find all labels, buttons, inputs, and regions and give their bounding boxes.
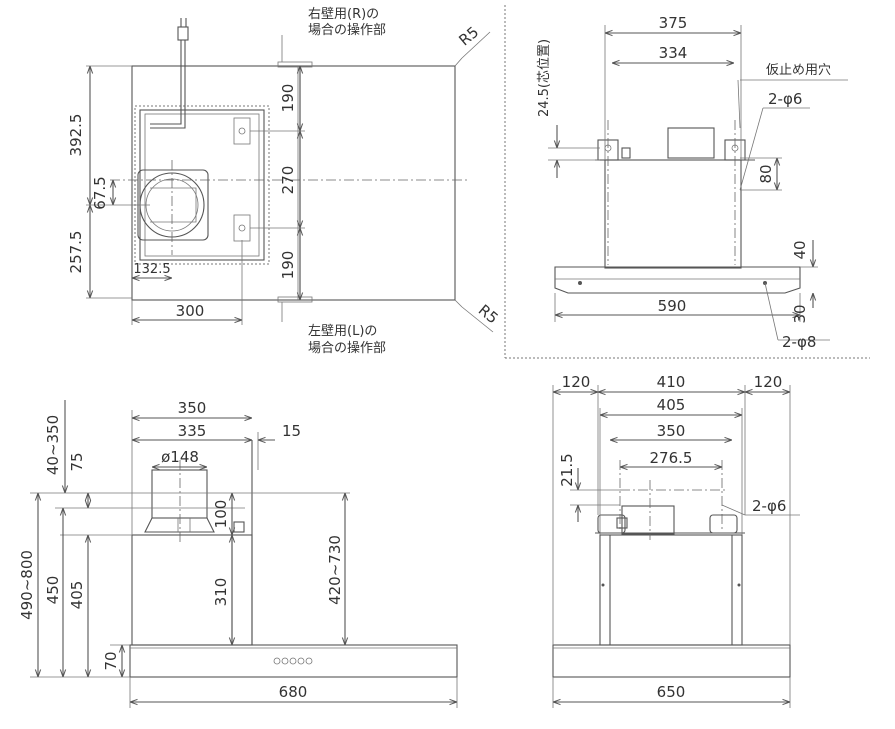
corner-radius-bottom: R5 xyxy=(475,301,502,328)
side-view: 350 335 15 ø148 40~350 75 490~800 450 40… xyxy=(18,399,458,708)
note-right-wall-line1: 右壁用(R)の xyxy=(308,7,379,22)
dim-257-5: 257.5 xyxy=(67,231,85,274)
dim-310: 310 xyxy=(212,578,230,607)
dim-80: 80 xyxy=(757,164,775,183)
dim-70: 70 xyxy=(102,651,120,670)
note-2-phi6: 2-φ6 xyxy=(768,90,802,108)
dim-276-5: 276.5 xyxy=(650,449,693,467)
dim-270: 270 xyxy=(279,166,297,195)
dim-375: 375 xyxy=(659,14,688,32)
dim-650: 650 xyxy=(657,683,686,701)
dim-680: 680 xyxy=(279,683,308,701)
note-2-phi8: 2-φ8 xyxy=(782,333,816,351)
dim-120-left: 120 xyxy=(562,373,591,391)
dim-190-top: 190 xyxy=(279,84,297,113)
dim-450: 450 xyxy=(44,576,62,605)
dim-300: 300 xyxy=(176,302,205,320)
dim-40: 40 xyxy=(791,240,809,259)
side-elevation-view: 375 334 24.5(芯位置) 80 40 590 30 仮止め用穴 2-φ… xyxy=(537,14,848,351)
note-left-wall-line1: 左壁用(L)の xyxy=(308,324,377,339)
dim-75: 75 xyxy=(68,452,86,471)
dim-132-5: 132.5 xyxy=(133,262,170,277)
plan-hood-outline xyxy=(131,65,456,301)
dim-phi148: ø148 xyxy=(161,448,199,466)
front-view: 120 410 120 405 350 276.5 21.5 2-φ6 650 xyxy=(552,373,800,708)
dim-420-730: 420~730 xyxy=(326,535,344,605)
dim-67-5: 67.5 xyxy=(91,176,109,209)
note-right-wall-line2: 場合の操作部 xyxy=(308,22,386,38)
dim-405: 405 xyxy=(657,396,686,414)
dim-590: 590 xyxy=(658,297,687,315)
note-left-wall-line2: 場合の操作部 xyxy=(308,340,386,356)
dim-190-bottom: 190 xyxy=(279,251,297,280)
dim-335: 335 xyxy=(178,422,207,440)
dim-120-right: 120 xyxy=(754,373,783,391)
dim-490-800: 490~800 xyxy=(18,550,36,620)
note-temporary-hole: 仮止め用穴 xyxy=(766,63,831,78)
dim-392-5: 392.5 xyxy=(67,114,85,157)
dim-410: 410 xyxy=(657,373,686,391)
dim-350: 350 xyxy=(657,422,686,440)
dim-405: 405 xyxy=(68,581,86,610)
dim-350: 350 xyxy=(178,399,207,417)
dim-21-5: 21.5 xyxy=(558,453,576,486)
dim-40-350: 40~350 xyxy=(44,415,62,475)
dim-15: 15 xyxy=(282,422,301,440)
dim-30: 30 xyxy=(791,304,809,323)
dim-24-5: 24.5(芯位置) xyxy=(537,39,552,117)
dim-334: 334 xyxy=(659,44,688,62)
dim-100: 100 xyxy=(212,500,230,529)
note-2-phi6: 2-φ6 xyxy=(752,497,786,515)
corner-radius-top: R5 xyxy=(455,23,482,50)
plan-view: 392.5 67.5 257.5 132.5 300 190 270 190 R… xyxy=(67,7,502,356)
